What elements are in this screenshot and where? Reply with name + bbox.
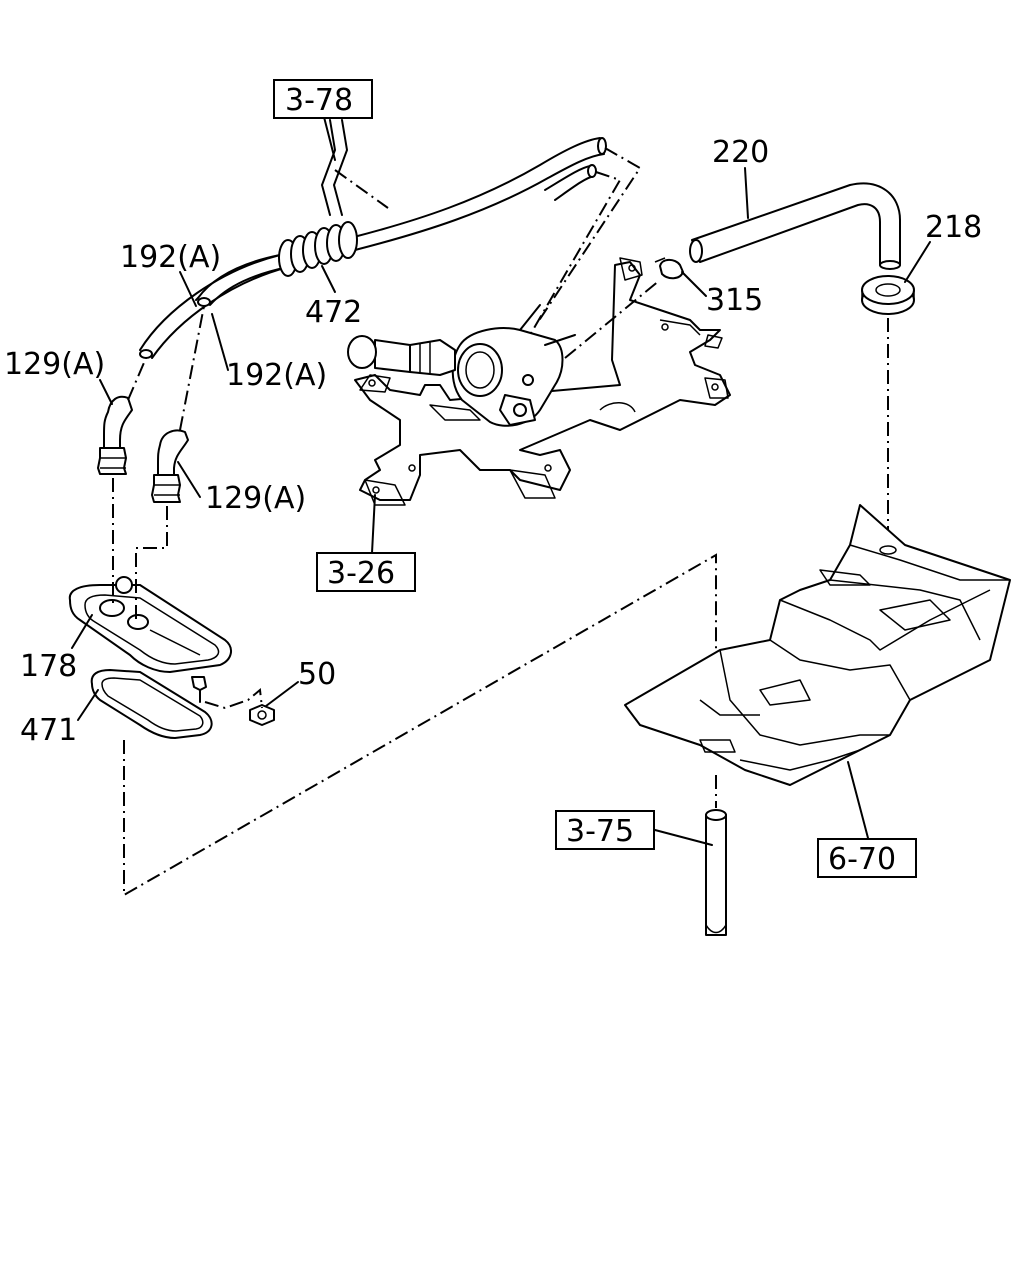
sleeve-472 bbox=[278, 221, 358, 277]
hose-220 bbox=[689, 182, 901, 270]
callout-50: 50 bbox=[298, 657, 336, 692]
break-symbol bbox=[321, 119, 389, 216]
ref-box-6-70[interactable]: 6-70 bbox=[817, 838, 917, 878]
canister-cover-178 bbox=[68, 576, 232, 673]
callout-218: 218 bbox=[925, 210, 982, 245]
gasket-471 bbox=[90, 669, 213, 739]
leader-lines bbox=[71, 116, 931, 846]
leader-dashes-valve bbox=[529, 147, 661, 359]
ref-box-3-26[interactable]: 3-26 bbox=[316, 552, 416, 592]
ref-box-3-75[interactable]: 3-75 bbox=[555, 810, 655, 850]
callout-315: 315 bbox=[706, 283, 763, 318]
purge-valve bbox=[347, 304, 576, 427]
grommet-218 bbox=[861, 275, 915, 315]
centerlines-left bbox=[112, 478, 717, 897]
bracket-3-26 bbox=[354, 257, 731, 506]
callout-178: 178 bbox=[20, 649, 77, 684]
callout-471: 471 bbox=[20, 713, 77, 748]
elbow-129a-left bbox=[97, 357, 147, 475]
callout-129a-left: 129(A) bbox=[4, 347, 105, 382]
ref-6-70-label: 6-70 bbox=[828, 842, 896, 877]
callout-129a-right: 129(A) bbox=[205, 481, 306, 516]
bolt-and-nut-50 bbox=[191, 676, 275, 726]
pipe-3-75 bbox=[705, 809, 727, 936]
ref-3-75-label: 3-75 bbox=[566, 814, 634, 849]
floor-panel-6-70 bbox=[624, 504, 1011, 786]
callout-192a-upper: 192(A) bbox=[120, 240, 221, 275]
callout-472: 472 bbox=[305, 295, 362, 330]
ref-3-78-label: 3-78 bbox=[285, 83, 353, 118]
ref-3-26-label: 3-26 bbox=[327, 556, 395, 591]
ref-box-3-78[interactable]: 3-78 bbox=[273, 79, 373, 119]
callout-220: 220 bbox=[712, 135, 769, 170]
clip-315 bbox=[654, 257, 684, 280]
callout-192a-lower: 192(A) bbox=[226, 358, 327, 393]
elbow-129a-right bbox=[151, 305, 205, 503]
